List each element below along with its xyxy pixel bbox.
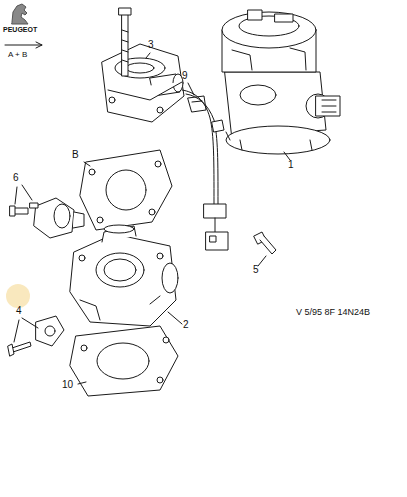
wire-harness bbox=[182, 90, 228, 250]
leader-line bbox=[22, 318, 38, 328]
throttle-assembly bbox=[240, 140, 312, 150]
gasket-b bbox=[80, 150, 172, 230]
throttle-assembly bbox=[222, 12, 316, 48]
idle-valve bbox=[54, 204, 70, 228]
wire-harness bbox=[215, 218, 216, 232]
position-sensor bbox=[8, 344, 14, 356]
gasket-10 bbox=[81, 345, 87, 351]
upper-housing bbox=[102, 44, 184, 122]
throttle-assembly bbox=[248, 10, 262, 20]
throttle-body bbox=[70, 234, 176, 326]
wire-clip bbox=[192, 101, 202, 102]
throttle-assembly bbox=[275, 14, 293, 22]
throttle-body bbox=[162, 263, 178, 293]
leader-line bbox=[146, 53, 150, 58]
throttle-assembly bbox=[316, 96, 340, 116]
idle-valve bbox=[73, 212, 84, 228]
position-sensor bbox=[8, 316, 64, 356]
wire-harness bbox=[204, 204, 226, 218]
throttle-assembly bbox=[226, 132, 230, 140]
wire-harness bbox=[182, 90, 214, 204]
gasket-10 bbox=[70, 326, 178, 396]
callout-number: 4 bbox=[16, 306, 22, 316]
callout-number: 10 bbox=[62, 380, 73, 390]
throttle-body bbox=[96, 253, 144, 287]
idle-valve bbox=[14, 208, 28, 214]
gasket-10 bbox=[70, 326, 178, 396]
callout-number: 6 bbox=[13, 173, 19, 183]
leader-line bbox=[78, 382, 86, 384]
gasket-b bbox=[89, 169, 95, 175]
gasket-b bbox=[155, 161, 161, 167]
brand-name: PEUGEOT bbox=[3, 26, 37, 33]
idle-valve bbox=[10, 198, 84, 238]
wire-harness bbox=[206, 232, 228, 250]
leader-line bbox=[258, 256, 266, 266]
leader-line bbox=[22, 185, 32, 200]
throttle-assembly bbox=[222, 10, 340, 154]
position-sensor bbox=[36, 316, 64, 346]
idle-valve bbox=[30, 203, 38, 208]
throttle-assembly bbox=[322, 100, 336, 112]
brand-logo bbox=[12, 4, 28, 24]
idle-valve bbox=[10, 206, 15, 216]
throttle-assembly bbox=[226, 126, 330, 154]
variant-code: A + B bbox=[8, 51, 27, 59]
long-bolt bbox=[122, 14, 128, 76]
throttle-body bbox=[104, 259, 136, 281]
upper-housing bbox=[102, 44, 184, 122]
throttle-body bbox=[79, 255, 85, 261]
sign-line bbox=[5, 42, 42, 48]
upper-housing bbox=[109, 97, 115, 103]
leader-line bbox=[168, 312, 182, 324]
callout-number: B bbox=[72, 150, 79, 160]
gasket-b bbox=[106, 170, 146, 210]
wire-harness bbox=[186, 94, 218, 204]
position-sensor bbox=[12, 342, 31, 352]
gasket-10 bbox=[97, 343, 149, 379]
throttle-body bbox=[102, 226, 136, 242]
upper-housing bbox=[126, 63, 154, 73]
screw bbox=[254, 232, 276, 254]
throttle-body bbox=[80, 296, 160, 320]
callout-number: 5 bbox=[253, 265, 259, 275]
callout-number: 2 bbox=[183, 320, 189, 330]
throttle-assembly bbox=[232, 48, 306, 70]
callout-number: 3 bbox=[148, 40, 154, 50]
idle-valve bbox=[34, 198, 74, 238]
gasket-b bbox=[97, 217, 103, 223]
throttle-body bbox=[70, 225, 178, 326]
brand-logo bbox=[12, 4, 28, 24]
callout-number: 1 bbox=[288, 160, 294, 170]
wire-harness bbox=[210, 236, 216, 242]
upper-housing bbox=[108, 82, 182, 100]
gasket-10 bbox=[163, 337, 169, 343]
sign-line bbox=[36, 42, 42, 48]
sign-line bbox=[5, 45, 42, 46]
highlight-circle bbox=[6, 284, 30, 308]
reference-code: V 5/95 8F 14N24B bbox=[296, 308, 370, 317]
long-bolt bbox=[119, 8, 131, 76]
gasket-10 bbox=[157, 377, 163, 383]
screw bbox=[260, 236, 276, 254]
leader-line bbox=[14, 320, 19, 342]
throttle-body bbox=[157, 253, 163, 259]
highlight-circle bbox=[6, 284, 30, 308]
long-bolt bbox=[122, 30, 128, 62]
position-sensor bbox=[45, 326, 55, 336]
leader-line bbox=[284, 152, 290, 160]
throttle-body bbox=[104, 225, 134, 233]
leader-line bbox=[15, 187, 17, 204]
gasket-b bbox=[80, 150, 172, 230]
upper-housing bbox=[157, 107, 163, 113]
leader-line bbox=[84, 162, 90, 166]
throttle-assembly bbox=[240, 85, 276, 105]
gasket-b bbox=[149, 209, 155, 215]
long-bolt bbox=[119, 8, 131, 15]
wire-harness bbox=[212, 120, 224, 132]
callout-number: 9 bbox=[182, 71, 188, 81]
